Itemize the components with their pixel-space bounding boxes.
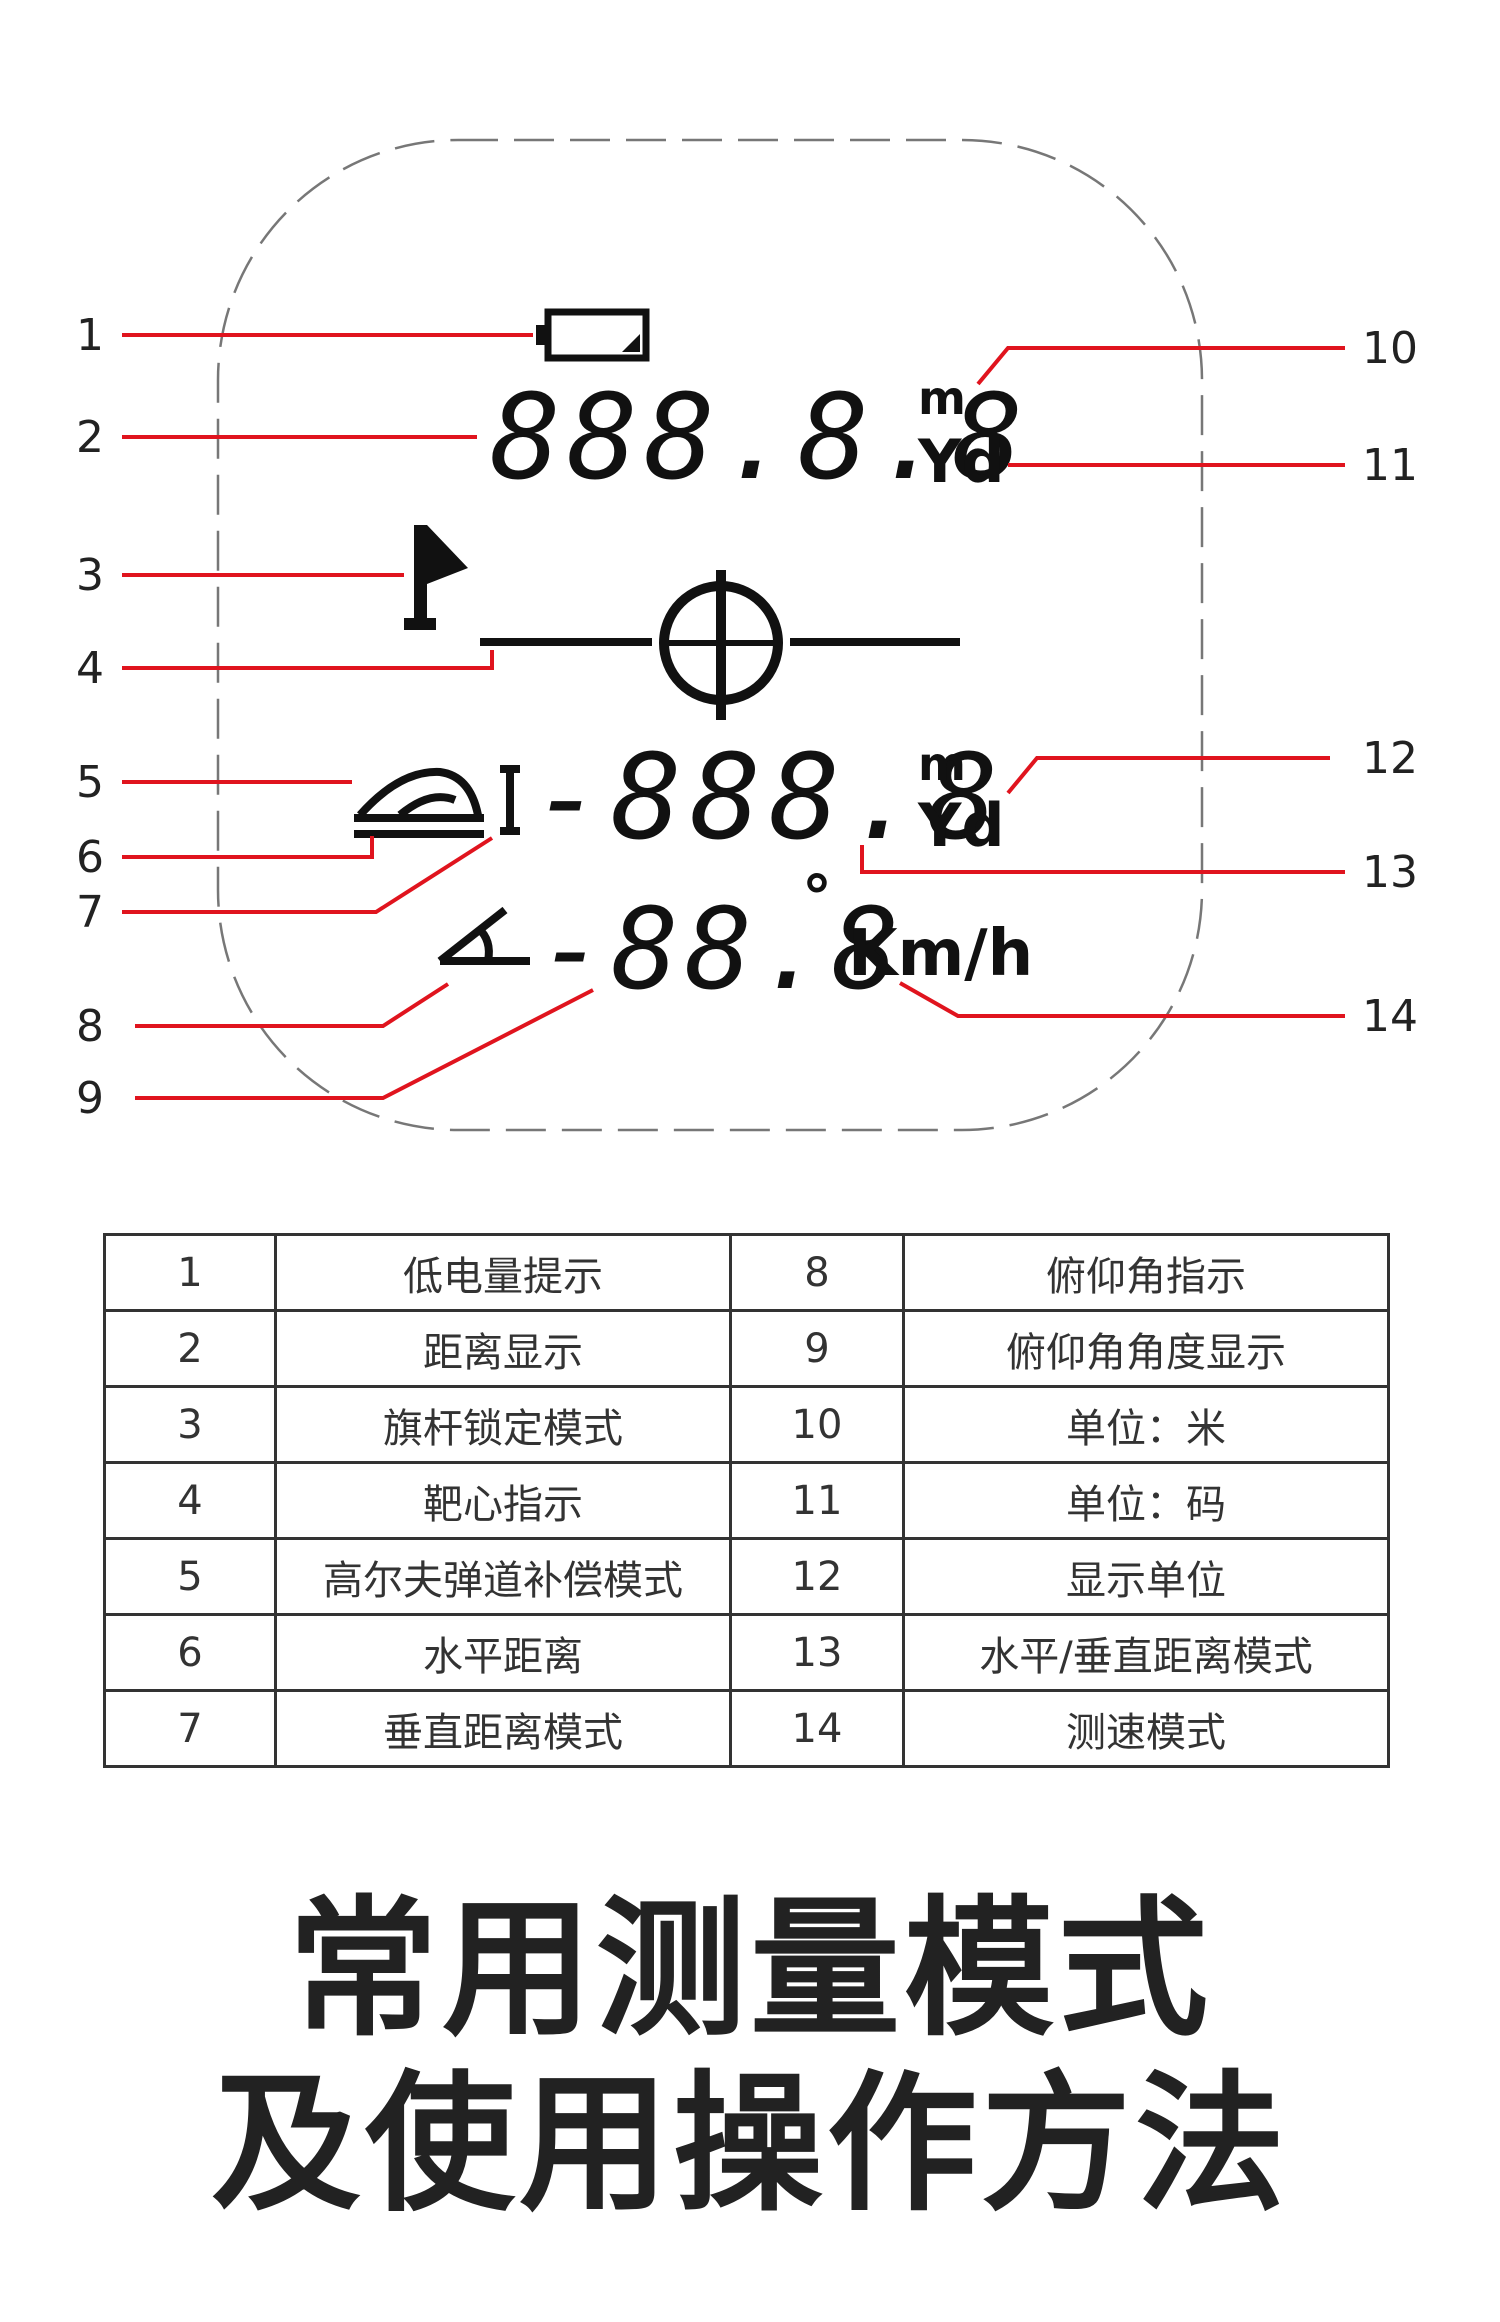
degree-symbol: ° bbox=[802, 863, 832, 933]
table-row: 5 高尔夫弹道补偿模式 12 显示单位 bbox=[103, 1537, 1390, 1616]
legend-number: 4 bbox=[103, 1461, 277, 1540]
legend-description: 距离显示 bbox=[274, 1309, 732, 1388]
legend-number: 12 bbox=[729, 1537, 905, 1616]
lower-digits: -888.8 bbox=[532, 728, 1006, 866]
flag-icon bbox=[404, 525, 468, 630]
angle-digits: -88.8 bbox=[538, 885, 905, 1015]
legend-description: 显示单位 bbox=[902, 1537, 1390, 1616]
callout-number-12: 12 bbox=[1362, 733, 1418, 784]
callout-number-7: 7 bbox=[76, 887, 104, 938]
legend-number: 6 bbox=[103, 1613, 277, 1692]
table-row: 1 低电量提示 8 俯仰角指示 bbox=[103, 1233, 1390, 1312]
trajectory-icon bbox=[354, 767, 484, 838]
table-row: 2 距离显示 9 俯仰角角度显示 bbox=[103, 1309, 1390, 1388]
unit-m-mid: m bbox=[918, 737, 966, 791]
legend-number: 10 bbox=[729, 1385, 905, 1464]
crosshair-icon bbox=[480, 570, 960, 720]
pitch-angle-icon bbox=[437, 906, 530, 965]
callout-number-14: 14 bbox=[1362, 991, 1418, 1042]
legend-number: 9 bbox=[729, 1309, 905, 1388]
legend-number: 13 bbox=[729, 1613, 905, 1692]
legend-number: 14 bbox=[729, 1689, 905, 1768]
legend-description: 靶心指示 bbox=[274, 1461, 732, 1540]
legend-description: 单位：米 bbox=[902, 1385, 1390, 1464]
callout-number-5: 5 bbox=[76, 757, 104, 808]
legend-description: 俯仰角指示 bbox=[902, 1233, 1390, 1312]
headline-line-2: 及使用操作方法 bbox=[210, 2058, 1289, 2232]
distance-digits: 888.8.8 bbox=[490, 368, 1029, 506]
table-row: 7 垂直距离模式 14 测速模式 bbox=[103, 1689, 1390, 1768]
legend-description: 旗杆锁定模式 bbox=[274, 1385, 732, 1464]
table-row: 4 靶心指示 11 单位：码 bbox=[103, 1461, 1390, 1540]
display-outline bbox=[216, 138, 1204, 1132]
vertical-distance-icon bbox=[500, 765, 520, 835]
unit-yd-top: Yd bbox=[917, 427, 1004, 497]
legend-description: 高尔夫弹道补偿模式 bbox=[274, 1537, 732, 1616]
table-row: 3 旗杆锁定模式 10 单位：米 bbox=[103, 1385, 1390, 1464]
legend-number: 8 bbox=[729, 1233, 905, 1312]
callout-number-10: 10 bbox=[1362, 323, 1418, 374]
callout-number-13: 13 bbox=[1362, 847, 1418, 898]
callout-number-8: 8 bbox=[76, 1001, 104, 1052]
callout-number-3: 3 bbox=[76, 550, 104, 601]
headline-line-1: 常用测量模式 bbox=[287, 1883, 1212, 2057]
table-row: 6 水平距离 13 水平/垂直距离模式 bbox=[103, 1613, 1390, 1692]
legend-description: 低电量提示 bbox=[274, 1233, 732, 1312]
legend-number: 1 bbox=[103, 1233, 277, 1312]
legend-number: 3 bbox=[103, 1385, 277, 1464]
legend-table: 1 低电量提示 8 俯仰角指示 2 距离显示 9 俯仰角角度显示 3 旗杆锁定模… bbox=[103, 1233, 1390, 1768]
legend-description: 俯仰角角度显示 bbox=[902, 1309, 1390, 1388]
callout-number-4: 4 bbox=[76, 643, 104, 694]
legend-number: 2 bbox=[103, 1309, 277, 1388]
callout-number-2: 2 bbox=[76, 412, 104, 463]
legend-description: 水平/垂直距离模式 bbox=[902, 1613, 1390, 1692]
unit-m-top: m bbox=[918, 371, 966, 425]
legend-description: 单位：码 bbox=[902, 1461, 1390, 1540]
battery-icon bbox=[536, 308, 650, 362]
legend-number: 11 bbox=[729, 1461, 905, 1540]
callout-number-1: 1 bbox=[76, 310, 104, 361]
legend-number: 7 bbox=[103, 1689, 277, 1768]
legend-description: 水平距离 bbox=[274, 1613, 732, 1692]
legend-description: 垂直距离模式 bbox=[274, 1689, 732, 1768]
callout-number-11: 11 bbox=[1362, 440, 1418, 491]
speed-unit: Km/h bbox=[848, 917, 1033, 991]
legend-description: 测速模式 bbox=[902, 1689, 1390, 1768]
legend-number: 5 bbox=[103, 1537, 277, 1616]
callout-lines bbox=[122, 333, 1345, 1100]
lcd-diagram: 888.8.8 m Yd -888.8 m Yd -88.8 ° Km/ bbox=[76, 138, 1418, 1132]
unit-yd-mid: Yd bbox=[917, 791, 1004, 861]
callout-number-9: 9 bbox=[76, 1073, 104, 1124]
callout-number-6: 6 bbox=[76, 832, 104, 883]
